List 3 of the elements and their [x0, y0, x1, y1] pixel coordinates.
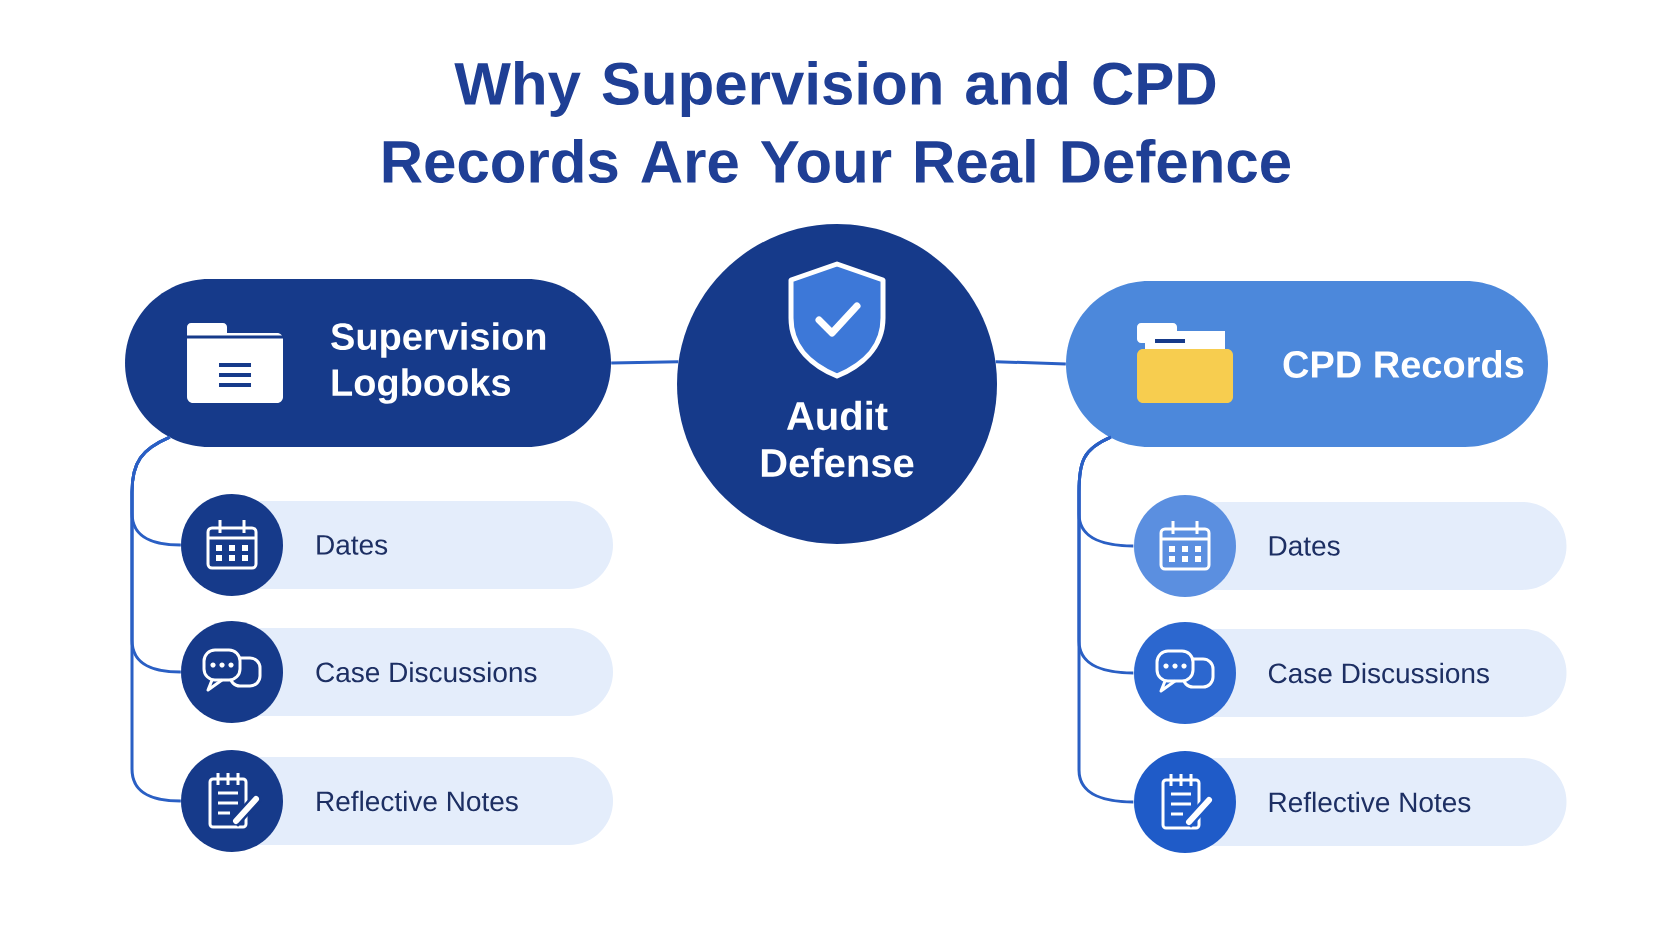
- title: Why Supervision and CPD Records Are Your Real Defence: [383, 60, 1291, 183]
- category-pill: Supervision Logbooks: [125, 279, 611, 447]
- category-pill: CPD Records: [1066, 281, 1548, 447]
